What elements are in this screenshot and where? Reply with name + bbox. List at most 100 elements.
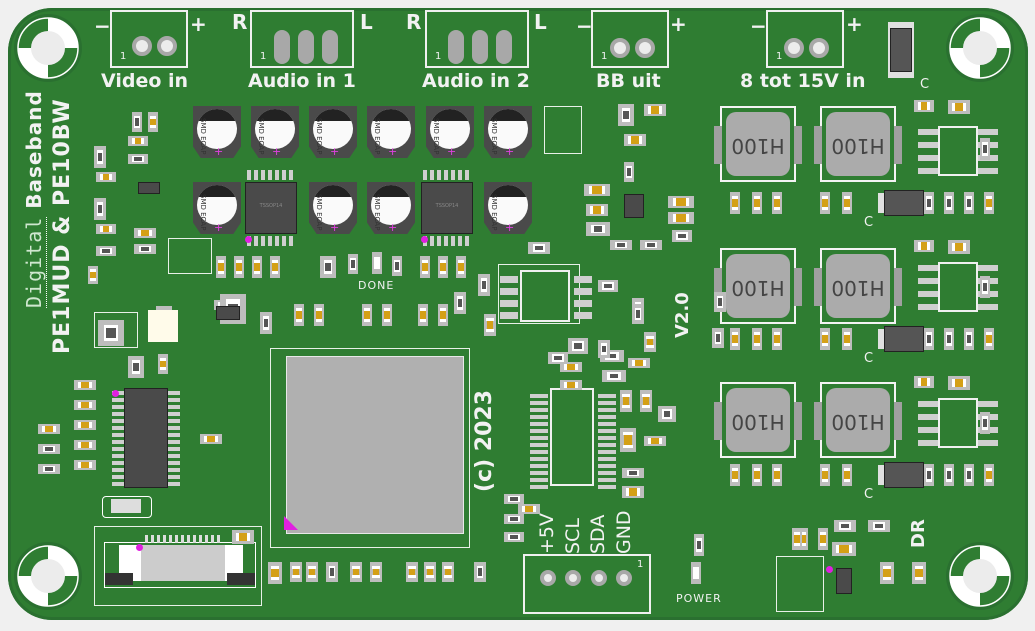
ic-pin <box>918 304 938 310</box>
plus-label: + <box>190 12 207 36</box>
ic-pin <box>918 427 938 433</box>
capacitor <box>148 112 158 132</box>
ic-pin <box>168 433 180 437</box>
input-protection-diode <box>888 22 914 78</box>
inductor: H100 <box>814 248 902 324</box>
capacitor <box>74 440 96 450</box>
electrolytic-capacitor: SMD ECAP+ <box>367 106 415 158</box>
led-label: POWER <box>676 592 722 605</box>
capacitor <box>158 354 168 374</box>
resistor <box>474 562 486 582</box>
capacitor <box>362 304 372 326</box>
capacitor <box>798 528 808 550</box>
connector-label: Audio in 2 <box>422 70 530 92</box>
pin-hole <box>540 570 556 586</box>
resistor <box>602 370 626 382</box>
ffc-connector-outline <box>94 526 262 606</box>
pin-pad <box>322 30 338 64</box>
capacitor <box>644 332 656 352</box>
board-title-line2: PE1MUD & PE10BW <box>50 98 75 354</box>
ic-pin <box>598 401 616 405</box>
capacitor <box>438 256 448 278</box>
ic-pin <box>451 236 455 246</box>
ic-pin <box>112 447 124 451</box>
capacitor <box>200 434 222 444</box>
resistor <box>38 444 60 454</box>
resistor <box>94 146 106 168</box>
connector-label: BB uit <box>596 70 661 92</box>
resistor <box>624 162 634 182</box>
resistor <box>586 222 610 236</box>
resistor <box>658 406 676 422</box>
resistor <box>348 254 358 274</box>
ic-pin <box>598 436 616 440</box>
resistor <box>326 562 338 582</box>
capacitor <box>640 390 652 412</box>
regulator-ic-outline <box>938 262 978 312</box>
capacitor <box>984 464 994 486</box>
ic-pin <box>918 291 938 297</box>
capacitor <box>294 304 304 326</box>
capacitor <box>730 192 740 214</box>
dr-label: DR <box>908 519 929 548</box>
capacitor <box>234 256 244 278</box>
ic-pin <box>254 170 258 180</box>
ic-pin <box>268 170 272 180</box>
capacitor <box>620 390 632 412</box>
ic-pin <box>598 464 616 468</box>
ic-pin <box>500 312 518 319</box>
ffc-connector[interactable] <box>104 535 256 588</box>
ic-pin <box>598 478 616 482</box>
ic-pin <box>530 436 548 440</box>
capacitor <box>914 240 934 252</box>
ic-pin <box>530 394 548 398</box>
resistor <box>96 246 116 256</box>
ic-pin <box>530 422 548 426</box>
title-dotted-word: Digital <box>22 216 47 308</box>
ic-pin <box>918 142 938 148</box>
resistor <box>694 534 704 556</box>
capacitor <box>668 196 694 208</box>
ic-pin <box>112 461 124 465</box>
ic-pin <box>112 398 124 402</box>
ic-pin <box>574 276 592 283</box>
capacitor <box>420 256 430 278</box>
capacitor <box>268 562 282 584</box>
ic-pin <box>574 288 592 295</box>
capacitor <box>216 256 226 278</box>
ic-pin <box>598 443 616 447</box>
opamp-ic-2: TSSOP14 <box>421 182 473 234</box>
capacitor <box>912 562 926 584</box>
ic-pin <box>275 170 279 180</box>
pin-pad <box>298 30 314 64</box>
left-channel-label: L <box>534 10 547 34</box>
ic-pin <box>275 236 279 246</box>
generated-components: SMD ECAP+SMD ECAP+SMD ECAP+SMD ECAP+SMD … <box>8 8 1028 612</box>
capacitor <box>644 436 666 446</box>
capacitor <box>314 304 324 326</box>
pcb-board: − 1 + Video in R 1 L Audio in 1 R 1 L Au… <box>8 8 1028 620</box>
transistor <box>624 194 644 218</box>
ic-pin <box>918 168 938 174</box>
resistor <box>98 320 124 346</box>
capacitor <box>820 464 830 486</box>
resistor <box>632 304 644 324</box>
ic-pin <box>112 475 124 479</box>
capacitor <box>792 528 802 550</box>
transistor <box>836 568 852 594</box>
ic-pin <box>978 129 998 135</box>
transistor <box>138 182 160 194</box>
capacitor <box>438 304 448 326</box>
board-title-line1: Digital Baseband <box>22 90 47 308</box>
resistor <box>964 464 974 486</box>
diode-mark: C <box>864 351 874 366</box>
capacitor <box>668 212 694 224</box>
capacitor <box>290 562 302 582</box>
pin1-label: 1 <box>637 559 644 570</box>
capacitor <box>442 562 454 582</box>
electrolytic-capacitor: SMD ECAP+ <box>193 106 241 158</box>
capacitor <box>880 562 894 584</box>
ic-pin <box>500 288 518 295</box>
resistor <box>868 520 890 532</box>
resistor <box>128 356 144 378</box>
